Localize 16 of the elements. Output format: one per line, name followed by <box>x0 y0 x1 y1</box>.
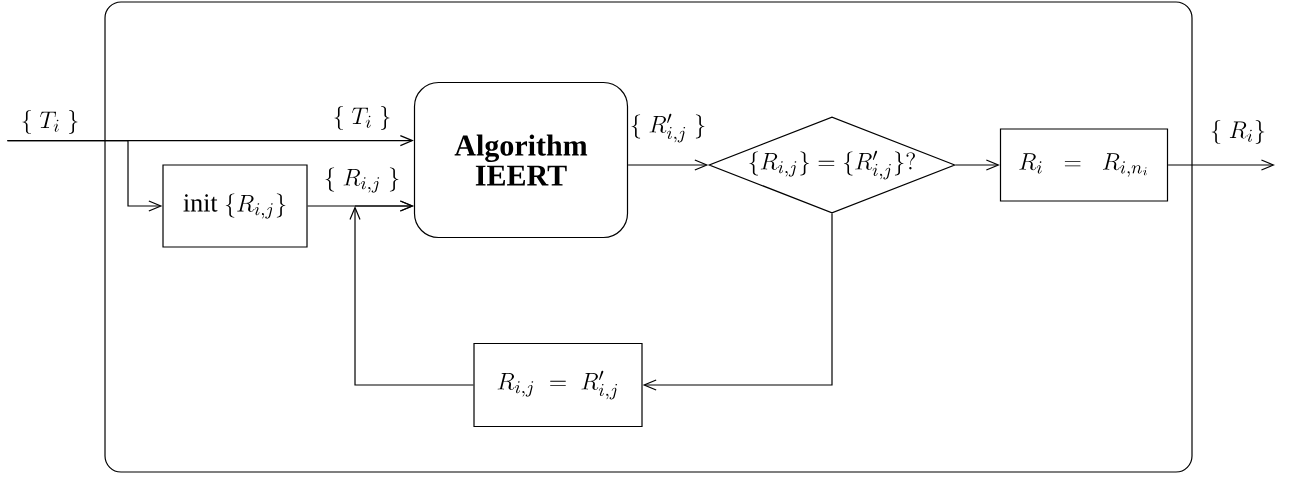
edge-label: $\{\; R_i \}$ <box>1211 120 1265 144</box>
arrow <box>1167 159 1275 171</box>
process-box: $R_{i,j} \;=\; R'_{i,j}$ <box>473 342 643 428</box>
arrow <box>627 159 709 171</box>
arrow <box>642 213 833 391</box>
edge-label: $\{\; R'_{i,j} \;\}$ <box>631 113 705 143</box>
process-box: $R_i \;\;=\;\; R_{i,n_i}$ <box>999 128 1169 202</box>
signal-label: $\{\; T_i \;\}$ <box>22 110 78 134</box>
frame-box <box>104 1 1193 473</box>
process-box: Algorithm IEERT <box>413 81 629 239</box>
process-box: $\mathrm{init}\ \{R_{i,j}\}$ <box>162 164 308 248</box>
edge-label: $\{\; R_{i,j} \;\}$ <box>325 167 399 193</box>
arrow <box>6 140 163 212</box>
arrow <box>349 200 474 386</box>
arrow <box>955 159 1000 171</box>
edge-label: $\{\; T_i \;\}$ <box>334 106 390 130</box>
